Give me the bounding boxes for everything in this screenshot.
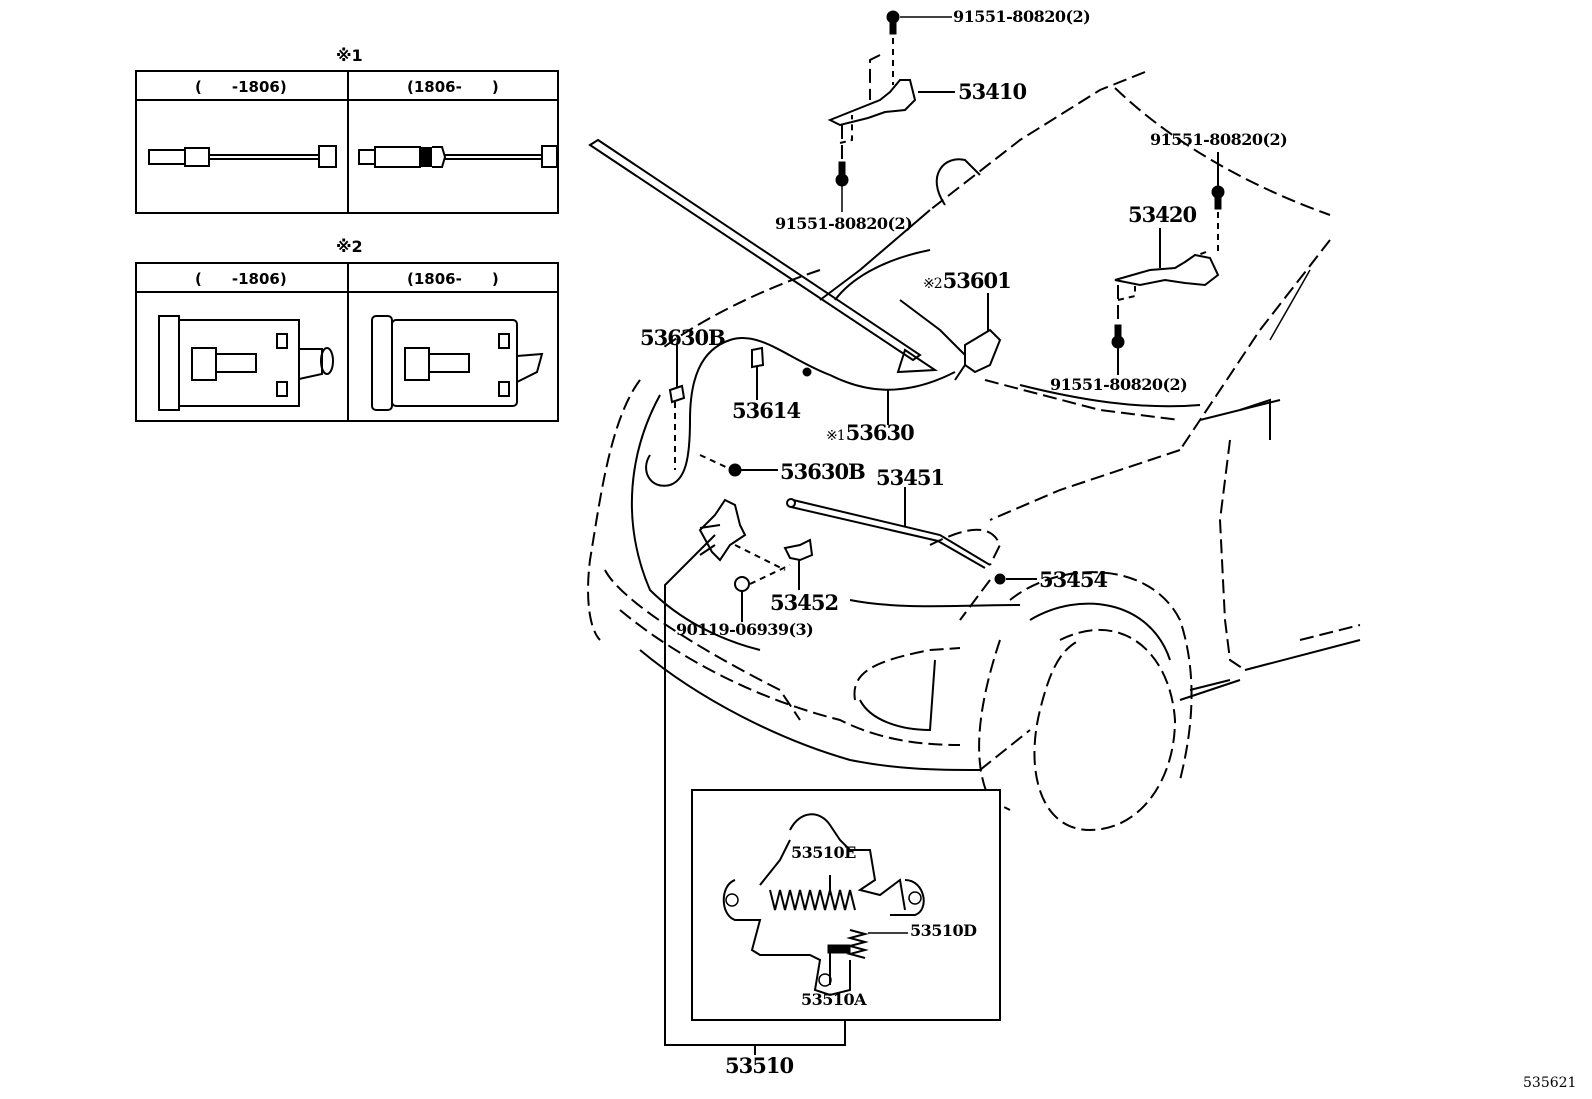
part-label-90119-06939[interactable]: 90119-06939(3) <box>676 620 814 639</box>
note-2-col-1-label: ( -1806) <box>195 270 287 288</box>
hinge-53420-drawing <box>1111 152 1225 375</box>
note-1-divider <box>347 72 349 212</box>
part-label-53630B-lower[interactable]: 53630B <box>780 459 866 484</box>
note-1-cable-end-drawings <box>148 145 558 168</box>
note-1-mark: ※1 <box>336 46 363 65</box>
part-label-53510E[interactable]: 53510E <box>791 843 856 862</box>
part-label-53510A[interactable]: 53510A <box>801 990 867 1009</box>
car-body-outline <box>587 71 1361 832</box>
cable-end-new-icon <box>358 145 558 168</box>
part-label-53510[interactable]: 53510 <box>725 1053 794 1078</box>
part-label-91551-80820-left[interactable]: 91551-80820(2) <box>775 214 913 233</box>
part-label-53630[interactable]: ※153630 <box>826 420 915 445</box>
part-label-53410[interactable]: 53410 <box>958 79 1027 104</box>
cable-end-old-icon <box>148 145 337 168</box>
holder-53454-drawing <box>994 573 1037 585</box>
clamp-53630B-lower-drawing <box>699 454 778 477</box>
support-rod-53451-drawing <box>786 487 991 569</box>
release-lever-new-icon <box>371 315 544 411</box>
note-2-lever-drawings <box>158 315 544 411</box>
hood-lock-53510-drawing <box>664 498 846 1055</box>
part-label-53601[interactable]: ※253601 <box>923 268 1012 293</box>
part-label-53451[interactable]: 53451 <box>876 465 945 490</box>
release-lever-old-icon <box>158 315 334 411</box>
note-1-table: ( -1806) (1806- ) <box>135 70 559 214</box>
release-lever-53601-drawing <box>954 293 1002 381</box>
note-2-col-2-label: (1806- ) <box>407 270 499 288</box>
note-1-col-1-label: ( -1806) <box>195 78 287 96</box>
part-label-53452[interactable]: 53452 <box>770 590 839 615</box>
part-label-53420[interactable]: 53420 <box>1128 202 1197 227</box>
part-label-91551-80820-right-bottom[interactable]: 91551-80820(2) <box>1050 375 1188 394</box>
note-2-mark: ※2 <box>336 237 363 256</box>
note-2-reference-mark: ※2 <box>923 276 943 292</box>
note-1-reference-mark: ※1 <box>826 428 846 444</box>
hinge-53410-drawing <box>827 10 955 212</box>
release-cable-53630-drawing <box>645 337 956 487</box>
part-label-91551-80820-top[interactable]: 91551-80820(2) <box>953 7 1091 26</box>
part-label-91551-80820-right-top[interactable]: 91551-80820(2) <box>1150 130 1288 149</box>
part-number-53601: 53601 <box>942 268 1012 293</box>
part-label-53510D[interactable]: 53510D <box>910 921 977 940</box>
note-1-col-2-label: (1806- ) <box>407 78 499 96</box>
part-label-53630B-upper[interactable]: 53630B <box>640 325 726 350</box>
part-label-53614[interactable]: 53614 <box>732 398 801 423</box>
part-label-53454[interactable]: 53454 <box>1039 567 1108 592</box>
hood-lock-detail-inset <box>691 789 1001 1021</box>
routing-arrow <box>588 138 939 374</box>
figure-id: 535621 <box>1523 1075 1577 1091</box>
part-number-53630: 53630 <box>845 420 915 445</box>
note-2-divider <box>347 264 349 420</box>
note-2-table: ( -1806) (1806- ) <box>135 262 559 422</box>
